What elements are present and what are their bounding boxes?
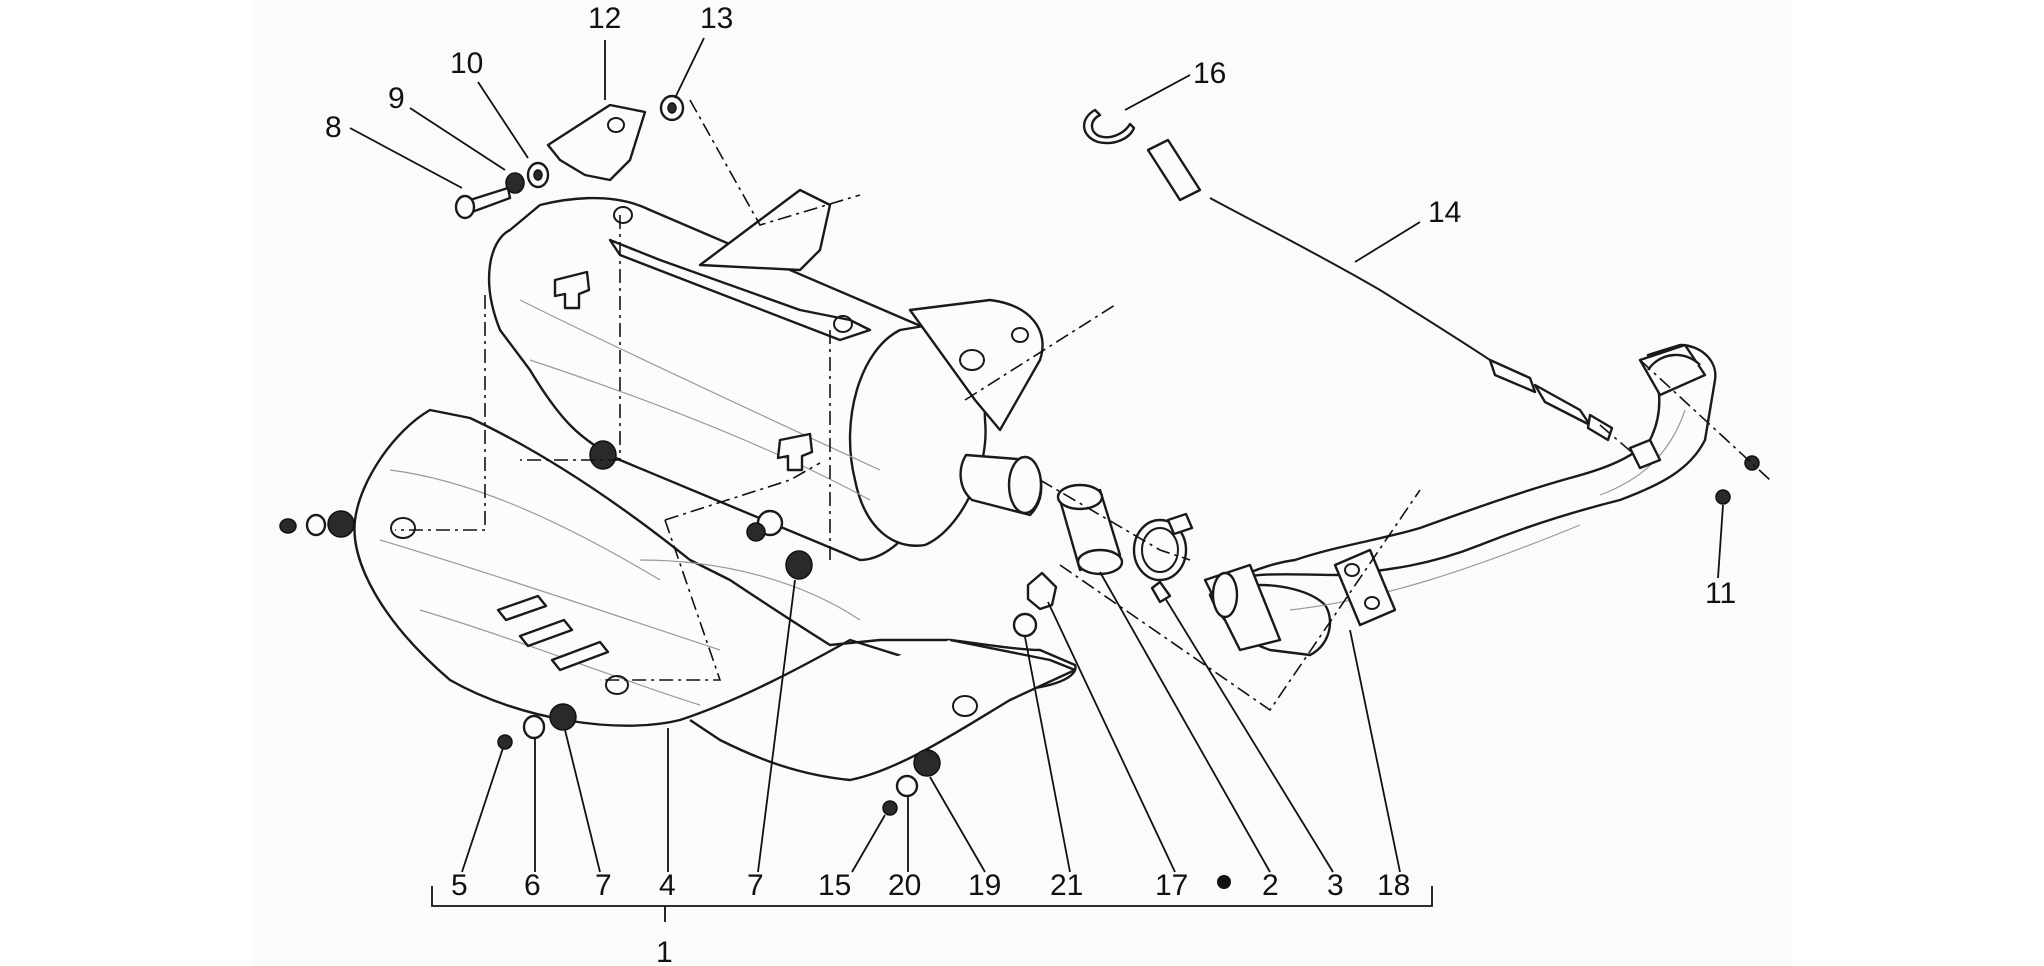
callout-7b: 7: [747, 869, 764, 902]
mount-bracket: [546, 103, 647, 182]
clip-17: [1026, 571, 1058, 611]
callout-6: 6: [524, 869, 541, 902]
grommet-7b: [785, 550, 813, 580]
callout-12: 12: [588, 2, 621, 35]
callout-21: 21: [1050, 869, 1083, 902]
assembly-bracket: [431, 886, 1433, 907]
callout-9: 9: [388, 82, 405, 115]
callout-11: 11: [1705, 577, 1736, 610]
sleeve-2: [1056, 483, 1124, 576]
callout-labels: 1 2 3 4 5 6 7 7 8 9 10 11 12 13 14 15 16…: [325, 2, 1736, 966]
centerlines: [395, 99, 1771, 712]
callout-20: 20: [888, 869, 921, 902]
muffler: [487, 188, 1044, 562]
callout-18: 18: [1377, 869, 1410, 902]
grommet-7a: [589, 440, 617, 470]
kit-marker-dot: [1217, 875, 1231, 889]
clip-16: [1082, 108, 1136, 145]
callout-1: 1: [656, 936, 673, 966]
callout-15: 15: [818, 869, 851, 902]
bolt-assembly-top: [454, 161, 550, 220]
callout-13: 13: [700, 2, 733, 35]
heat-shield: [353, 408, 1077, 782]
leader-lines: [349, 37, 1724, 873]
nut-11a: [1715, 489, 1731, 505]
callout-5: 5: [451, 869, 468, 902]
callout-17: 17: [1155, 869, 1188, 902]
fasteners-left: [279, 510, 355, 538]
callout-10: 10: [450, 47, 483, 80]
callout-16: 16: [1193, 57, 1226, 90]
header-pipe: [1203, 343, 1717, 657]
callout-19: 19: [968, 869, 1001, 902]
callout-7a: 7: [595, 869, 612, 902]
callout-14: 14: [1428, 196, 1461, 229]
callout-3: 3: [1327, 869, 1344, 902]
callout-8: 8: [325, 111, 342, 144]
callout-4: 4: [659, 869, 676, 902]
lambda-sensor: [1146, 138, 1614, 442]
callout-2: 2: [1262, 869, 1279, 902]
